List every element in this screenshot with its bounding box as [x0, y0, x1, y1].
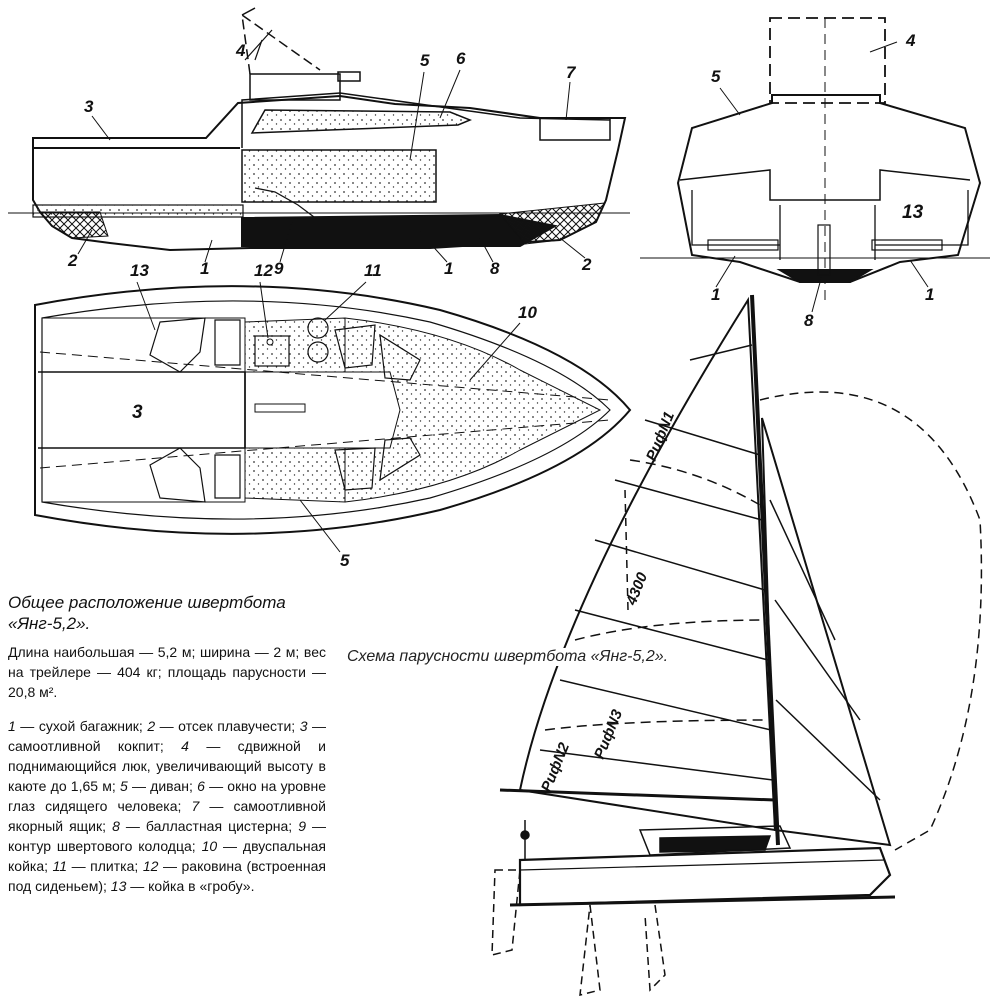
- side-label-8: 8: [490, 259, 500, 278]
- legend-item: 3 — самоотливной кокпит;: [8, 718, 326, 754]
- side-label-5: 5: [420, 51, 430, 70]
- sail-plan-view: [491, 294, 983, 996]
- side-label-7: 7: [566, 63, 577, 82]
- legend-item: 1 — сухой багажник;: [8, 718, 147, 734]
- legend-item: 13 — койка в «гробу».: [111, 878, 255, 894]
- section-label-1b: 1: [925, 285, 934, 304]
- legend-item-number: 10: [201, 838, 218, 854]
- legend-item-number: 6: [197, 778, 205, 794]
- legend-item: 6 — окно на уровне глаз сидящего человек…: [8, 778, 326, 814]
- legend-item-number: 7: [191, 798, 200, 814]
- legend-item-number: 13: [110, 878, 127, 894]
- legend-item: 10 — двуспальная койка;: [8, 838, 326, 874]
- caption-title: Общее расположение швертбота «Янг-5,2».: [8, 593, 286, 633]
- legend-item-text: — сухой багажник;: [15, 718, 148, 734]
- legend-item: 5 — диван;: [120, 778, 197, 794]
- side-label-1a: 1: [200, 259, 209, 278]
- legend: 1 — сухой багажник; 2 — отсек плавучести…: [8, 716, 326, 896]
- plan-label-10: 10: [518, 303, 537, 322]
- legend-item-number: 3: [299, 718, 308, 734]
- side-label-4: 4: [235, 41, 246, 60]
- section-label-5: 5: [711, 67, 721, 86]
- legend-item-text: — самоотливной якорный ящик;: [8, 798, 326, 834]
- legend-item-number: 8: [112, 818, 120, 834]
- cross-section-view: [640, 17, 990, 300]
- side-label-2a: 2: [67, 251, 78, 270]
- legend-item: 11 — плитка;: [53, 858, 143, 874]
- legend-item-text: — двуспальная койка;: [8, 838, 326, 874]
- legend-item-text: — контур швертового колодца;: [8, 818, 327, 854]
- reef-3-label: РифN3: [591, 707, 626, 762]
- sail-reef-labels: РифN1 4300 РифN2 РифN3: [538, 409, 678, 794]
- section-label-1a: 1: [711, 285, 720, 304]
- plan-label-13: 13: [130, 261, 149, 280]
- legend-item-number: 4: [181, 738, 189, 754]
- sail-plan-caption: Схема парусности швертбота «Янг-5,2».: [345, 648, 671, 666]
- legend-item-text: — сдвижной и поднимающийся люк, увеличив…: [8, 738, 326, 794]
- legend-item-text: — койка в «гробу».: [126, 878, 255, 894]
- section-label-4: 4: [905, 31, 916, 50]
- plan-label-12: 12: [254, 261, 273, 280]
- legend-item-number: 1: [8, 718, 16, 734]
- legend-item-text: — отсек плавучести;: [155, 718, 300, 734]
- legend-item-number: 5: [119, 778, 128, 794]
- legend-item-text: — балластная цистерна;: [119, 818, 299, 834]
- legend-item-text: — плитка;: [67, 858, 143, 874]
- legend-item: 4 — сдвижной и поднимающийся люк, увелич…: [8, 738, 326, 794]
- plan-view: [34, 285, 632, 535]
- side-label-3: 3: [84, 97, 94, 116]
- legend-item-text: — раковина (встроенная под сиденьем);: [8, 858, 326, 894]
- legend-item-number: 12: [142, 858, 159, 874]
- caption-specs: Длина наибольшая — 5,2 м; ширина — 2 м; …: [8, 644, 326, 700]
- section-label-8: 8: [804, 311, 814, 330]
- legend-item-number: 11: [52, 858, 68, 874]
- reef-1-label: РифN1: [643, 409, 678, 463]
- side-label-9: 9: [274, 259, 284, 278]
- legend-item: 7 — самоотливной якорный ящик;: [8, 798, 326, 834]
- reef-2-label: РифN2: [538, 740, 573, 795]
- legend-item: 2 — отсек плавучести;: [147, 718, 299, 734]
- plan-label-11: 11: [364, 261, 382, 280]
- side-profile-view: [8, 7, 630, 252]
- legend-item-text: — самоотливной кокпит;: [8, 718, 326, 754]
- legend-item: 9 — контур швертового колодца;: [8, 818, 326, 854]
- side-label-2b: 2: [581, 255, 592, 274]
- plan-label-5: 5: [340, 551, 350, 570]
- side-label-1b: 1: [444, 259, 453, 278]
- plan-label-3: 3: [132, 402, 143, 423]
- section-label-13: 13: [902, 202, 924, 223]
- legend-item-number: 9: [298, 818, 306, 834]
- legend-item-number: 2: [147, 718, 156, 734]
- legend-item-text: — диван;: [127, 778, 198, 794]
- legend-item-text: — окно на уровне глаз сидящего человека;: [8, 778, 326, 814]
- legend-item: 8 — балластная цистерна;: [112, 818, 298, 834]
- legend-item: 12 — раковина (встроенная под сиденьем);: [8, 858, 326, 894]
- side-label-6: 6: [456, 49, 466, 68]
